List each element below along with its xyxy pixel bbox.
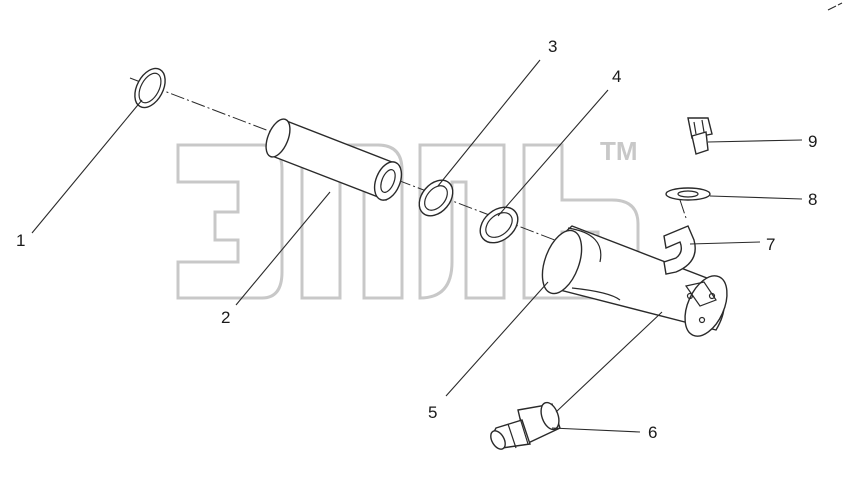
part-7-bracket [663, 225, 696, 275]
leader-4 [497, 89, 609, 217]
leader-6a [551, 427, 641, 433]
part-3-o-ring [418, 179, 454, 217]
leader-2 [235, 191, 331, 306]
callout-8: 8 [808, 190, 817, 209]
leader-7 [689, 241, 761, 245]
part-2-sleeve [265, 118, 403, 201]
leader-9 [707, 139, 803, 143]
callout-4: 4 [612, 67, 621, 86]
part-1-ring [134, 67, 166, 109]
leader-6b [555, 311, 663, 413]
leader-3 [437, 59, 541, 187]
part-8-washer [665, 187, 711, 201]
bracket-axis [679, 199, 687, 219]
part-6-fitting [490, 401, 561, 450]
part-9-bolt [687, 117, 713, 155]
leader-1 [31, 99, 143, 234]
callout-5: 5 [428, 403, 437, 422]
callout-9: 9 [808, 132, 817, 151]
part-4-o-ring [479, 206, 519, 244]
callout-2: 2 [221, 308, 230, 327]
leader-8 [709, 195, 803, 200]
part-5-cylinder [541, 225, 728, 337]
callout-1: 1 [16, 231, 25, 250]
corner-mark [827, 2, 843, 11]
leader-5 [445, 281, 549, 397]
callout-6: 6 [648, 423, 657, 442]
callout-3: 3 [548, 37, 557, 56]
watermark-tm: TM [600, 136, 638, 166]
callout-7: 7 [766, 235, 775, 254]
